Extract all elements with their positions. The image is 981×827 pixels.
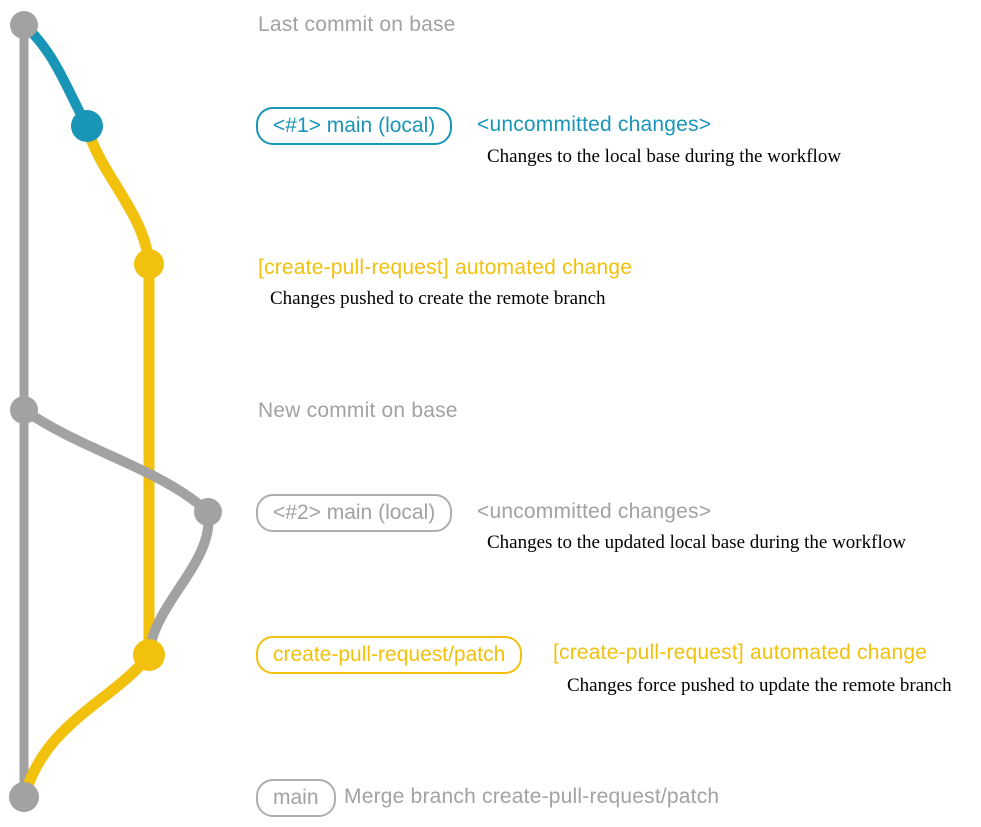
remote-branch-merge-line [19,649,155,801]
annotation-automated-change-1: [create-pull-request] automated change [258,256,633,279]
updated-local-branch-line [19,405,213,517]
updated-local-merge-line [145,507,214,653]
note-merge-commit: Merge branch create-pull-request/patch [344,785,720,808]
annotation-automated-change-2: [create-pull-request] automated change [553,641,928,664]
description-automated-2: Changes force pushed to update the remot… [567,675,952,696]
branch-label-patch: create-pull-request/patch [256,636,523,674]
local-branch-line [19,20,92,131]
annotation-uncommitted-changes-1: <uncommitted changes> [477,113,712,136]
commit-local-uncommitted-1 [71,110,103,142]
commit-local-uncommitted-2 [194,498,222,526]
description-uncommitted-2: Changes to the updated local base during… [487,532,906,553]
commit-automated-change-1 [134,249,164,279]
description-uncommitted-1: Changes to the local base during the wor… [487,146,842,167]
remote-branch-line [81,120,155,661]
branch-label-main: main [256,779,336,817]
commit-last-base [10,11,38,39]
branch-label-main-local-1: <#1> main (local) [256,107,453,145]
annotation-uncommitted-changes-2: <uncommitted changes> [477,500,712,523]
note-new-commit-on-base: New commit on base [258,399,458,422]
note-last-commit-on-base: Last commit on base [258,13,456,36]
commit-merge [9,782,39,812]
branch-label-main-local-2: <#2> main (local) [256,494,453,532]
commit-automated-change-2 [133,639,165,671]
commit-new-base [10,396,38,424]
description-automated-1: Changes pushed to create the remote bran… [270,288,606,309]
